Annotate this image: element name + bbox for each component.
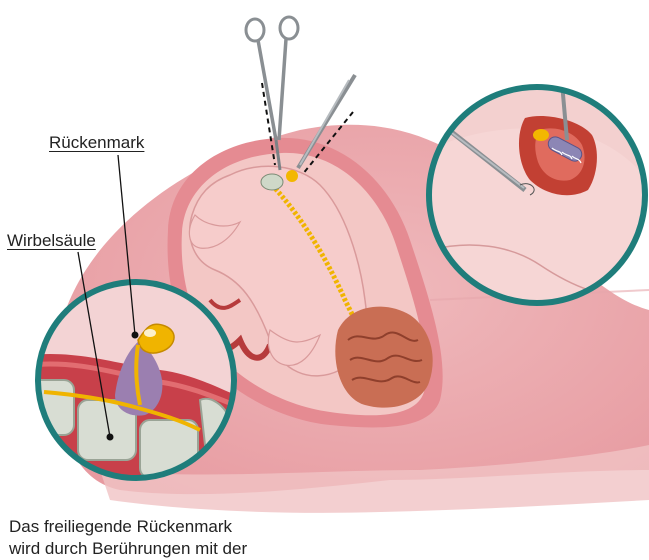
- label-spine: Wirbelsäule: [7, 231, 96, 251]
- caption-line-1: Das freiliegende Rückenmark: [9, 516, 329, 538]
- caption: Das freiliegende Rückenmark wird durch B…: [9, 516, 329, 560]
- label-spinal-cord: Rückenmark: [49, 133, 144, 153]
